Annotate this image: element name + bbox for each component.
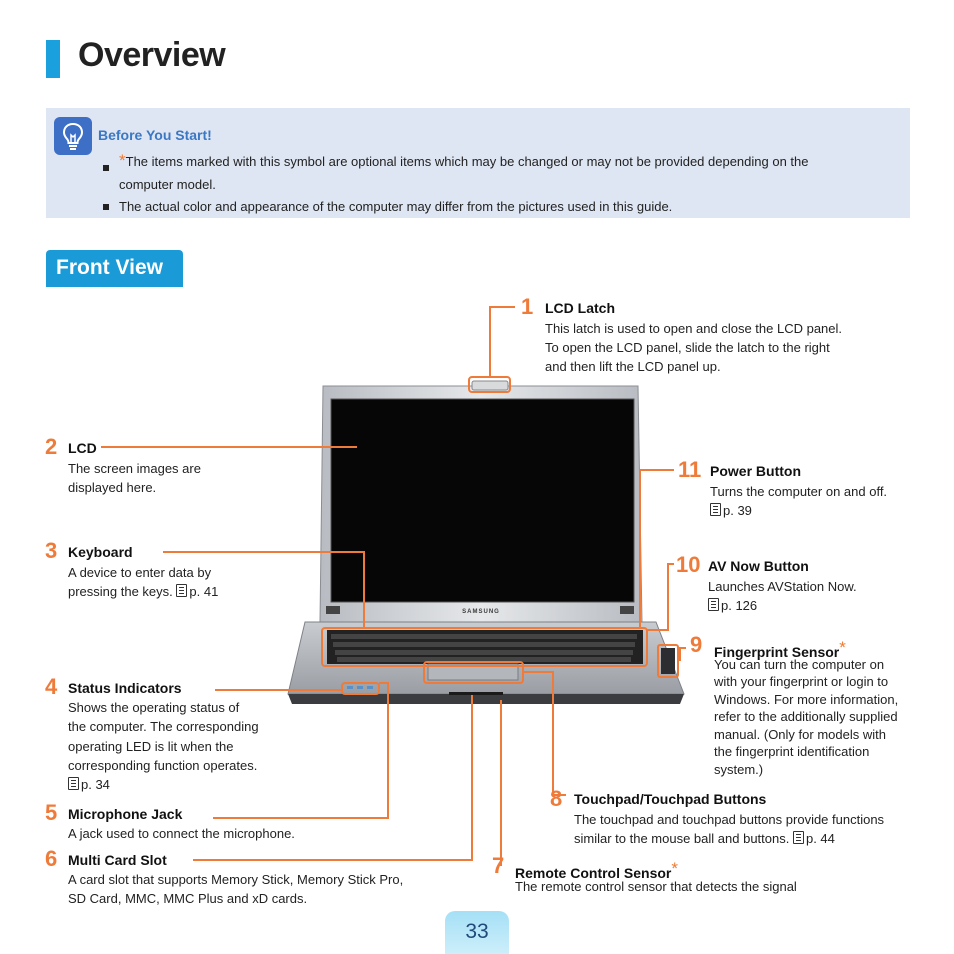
before-you-start-box [46, 108, 910, 218]
fingerprint-desc-1: You can turn the computer on [714, 657, 885, 672]
status-indicators-desc-3: operating LED is lit when the [68, 739, 234, 754]
status-indicators-ref: p. 34 [68, 775, 110, 795]
bullet-marker [103, 165, 109, 171]
notice-bullet-1: *The items marked with this symbol are o… [119, 152, 809, 170]
section-tab [46, 250, 183, 287]
status-indicators-desc-1: Shows the operating status of [68, 700, 240, 715]
notice-title: Before You Start! [98, 127, 212, 143]
page-number-tab [445, 911, 509, 954]
callout-number-1: 1 [521, 294, 534, 319]
keyboard-label: Keyboard [68, 544, 133, 560]
brand-logo: SAMSUNG [462, 609, 500, 615]
bullet-marker [103, 204, 109, 210]
notice-bullet-1-line2: computer model. [119, 177, 216, 192]
touchpad-desc-2: similar to the mouse ball and buttons. p… [574, 829, 835, 849]
status-indicators-desc-2: the computer. The corresponding [68, 719, 259, 734]
callout-number-8: 8 [550, 786, 563, 811]
lcd-latch-desc-2: To open the LCD panel, slide the latch t… [545, 340, 830, 355]
callout-number-5: 5 [45, 800, 58, 825]
callout-number-3: 3 [45, 538, 58, 563]
power-button-page-ref: p. 39 [723, 503, 752, 518]
lightbulb-icon [54, 117, 92, 155]
power-button-label: Power Button [710, 463, 801, 479]
remote-sensor-label: Remote Control Sensor* [515, 859, 678, 881]
notice-bullet-1-line1: The items marked with this symbol are op… [125, 154, 809, 169]
callout-number-4: 4 [45, 674, 58, 699]
fingerprint-desc-2: with your fingerprint or login to [714, 674, 889, 689]
av-now-desc: Launches AVStation Now. [708, 579, 857, 594]
lcd-desc-2: displayed here. [68, 480, 157, 495]
status-indicators-label: Status Indicators [68, 680, 182, 696]
power-button-desc: Turns the computer on and off. [710, 484, 888, 499]
av-now-ref: p. 126 [708, 596, 757, 616]
notice-bullet-2: The actual color and appearance of the c… [119, 199, 673, 214]
optional-star: * [119, 151, 126, 170]
callout-number-2: 2 [45, 434, 58, 459]
fingerprint-label-text: Fingerprint Sensor [714, 644, 840, 660]
lcd-label: LCD [68, 440, 97, 456]
optional-star: * [671, 859, 678, 878]
power-button-ref: p. 39 [710, 501, 752, 521]
status-indicators-desc-4: corresponding function operates. [68, 758, 258, 773]
callout-number-7: 7 [492, 853, 505, 878]
fingerprint-desc-3: Windows. For more information, [714, 692, 899, 707]
manual-ref-icon [792, 831, 804, 844]
lcd-latch-desc-3: and then lift the LCD panel up. [545, 359, 721, 374]
remote-sensor-label-text: Remote Control Sensor [515, 865, 672, 881]
multi-card-slot-label: Multi Card Slot [68, 852, 167, 868]
lcd-desc-1: The screen images are [68, 461, 201, 476]
keyboard-desc-1: A device to enter data by [68, 565, 212, 580]
page-number: 33 [465, 920, 489, 943]
fingerprint-desc-5: manual. (Only for models with [714, 727, 886, 742]
fingerprint-label: Fingerprint Sensor* [714, 638, 846, 660]
touchpad-label: Touchpad/Touchpad Buttons [574, 791, 767, 807]
touchpad-desc-2-text: similar to the mouse ball and buttons. [574, 831, 790, 846]
page-title: Overview [78, 36, 226, 74]
multi-card-slot-desc-1: A card slot that supports Memory Stick, … [68, 872, 404, 887]
callout-number-11: 11 [678, 457, 702, 482]
av-now-label: AV Now Button [708, 558, 809, 574]
manual-ref-icon [176, 584, 188, 597]
callout-number-10: 10 [676, 552, 701, 577]
status-indicators-page-ref: p. 34 [81, 777, 110, 792]
av-now-page-ref: p. 126 [721, 598, 758, 613]
touchpad-desc-1: The touchpad and touchpad buttons provid… [574, 812, 885, 827]
manual-ref-icon [708, 598, 719, 611]
touchpad-page-ref: p. 44 [805, 831, 835, 846]
title-accent-bar [46, 40, 60, 78]
multi-card-slot-desc-2: SD Card, MMC, MMC Plus and xD cards. [68, 891, 308, 906]
callout-number-9: 9 [690, 632, 703, 657]
optional-star: * [839, 638, 846, 657]
lcd-latch-desc-1: This latch is used to open and close the… [545, 321, 843, 336]
remote-sensor-desc: The remote control sensor that detects t… [515, 879, 797, 894]
keyboard-desc-2-text: pressing the keys. [68, 584, 173, 599]
manual-ref-icon [68, 777, 79, 790]
fingerprint-desc-6: the fingerprint identification [714, 744, 870, 759]
manual-ref-icon [710, 503, 721, 516]
section-title: Front View [56, 256, 163, 279]
microphone-jack-desc: A jack used to connect the microphone. [68, 826, 295, 841]
lcd-latch-label: LCD Latch [545, 300, 615, 316]
keyboard-page-ref: p. 41 [189, 584, 219, 599]
microphone-jack-label: Microphone Jack [68, 806, 183, 822]
callout-number-6: 6 [45, 846, 58, 871]
fingerprint-desc-7: system.) [714, 762, 764, 777]
fingerprint-desc-4: refer to the additionally supplied [714, 709, 898, 724]
keyboard-desc-2: pressing the keys. p. 41 [68, 582, 218, 602]
